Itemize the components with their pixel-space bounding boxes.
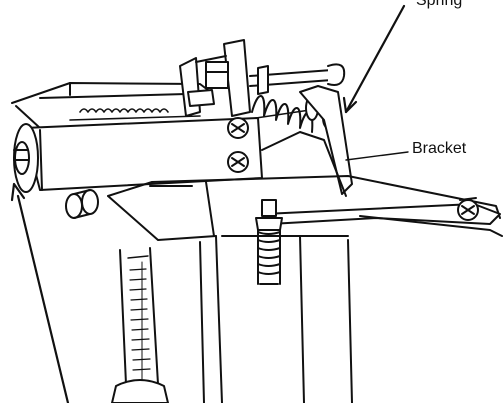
- bar-screws: [227, 117, 249, 173]
- lever-arm: [263, 197, 503, 237]
- pivot-bolt: [65, 189, 99, 219]
- pull-rod: [249, 63, 346, 95]
- clevis-yoke: [179, 39, 251, 117]
- threaded-rod: [69, 108, 201, 121]
- bracket-label: Bracket: [412, 140, 467, 157]
- callout-arrows: [10, 4, 409, 403]
- table-top: [107, 175, 501, 241]
- front-bar: [13, 117, 263, 193]
- scale-column: [111, 247, 169, 403]
- spring-label: Spring: [416, 0, 463, 9]
- adjusting-screw: [255, 199, 283, 285]
- bracket-part: [261, 85, 353, 197]
- housing-walls: [199, 235, 353, 403]
